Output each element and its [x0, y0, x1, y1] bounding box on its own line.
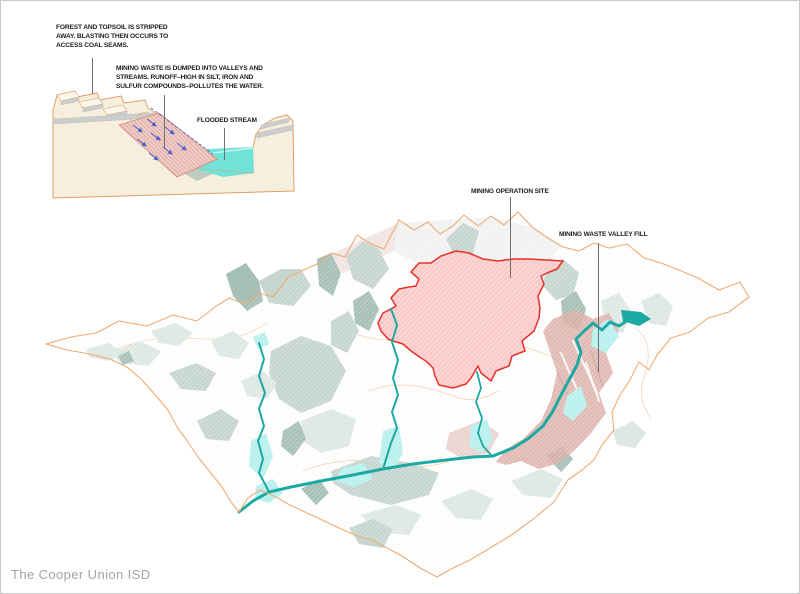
cross-section-inset: [52, 90, 295, 199]
terrain-map: [45, 211, 750, 578]
inset-original-grade-line: [150, 107, 214, 155]
stream-tributary-left: [257, 342, 270, 493]
callout-waste-line-1: MINING WASTE IS DUMPED INTO VALLEYS AND: [116, 65, 263, 72]
waste-leader-line: [164, 95, 165, 148]
mining-site-area: [377, 250, 564, 389]
callout-waste: MINING WASTE IS DUMPED INTO VALLEYS AND …: [116, 64, 264, 91]
callout-waste-line-3: SULFUR COMPOUNDS–POLLUTES THE WATER.: [116, 83, 264, 90]
stream-tributary-east: [475, 371, 492, 456]
credit-text: The Cooper Union ISD: [11, 567, 151, 582]
stream-tributary-middle: [382, 308, 399, 470]
stream-headwater-pool: [621, 310, 651, 326]
inset-coal-seams: [52, 96, 294, 139]
stream-valley: [491, 316, 633, 458]
stream-main: [237, 454, 495, 514]
callout-waste-line-2: STREAMS. RUNOFF–HIGH IN SILT, IRON AND: [116, 74, 254, 81]
callout-forest: FOREST AND TOPSOIL IS STRIPPED AWAY. BLA…: [56, 23, 168, 50]
callout-flooded-stream: FLOODED STREAM: [197, 117, 257, 124]
flooded-stream-leader-line: [224, 128, 225, 160]
callout-forest-line-1: FOREST AND TOPSOIL IS STRIPPED: [56, 24, 168, 31]
forest-leader-line: [92, 58, 93, 94]
valley-fill-leader-line: [598, 243, 599, 372]
callout-valley-fill: MINING WASTE VALLEY FILL: [559, 231, 648, 238]
mining-site-leader-line: [510, 197, 511, 278]
stream-network: [237, 308, 651, 514]
callout-forest-line-3: ACCESS COAL SEAMS.: [56, 42, 129, 49]
callout-mining-site: MINING OPERATION SITE: [471, 188, 549, 195]
callout-forest-line-2: AWAY. BLASTING THEN OCCURS TO: [56, 33, 169, 40]
runoff-arrows: [132, 118, 187, 161]
